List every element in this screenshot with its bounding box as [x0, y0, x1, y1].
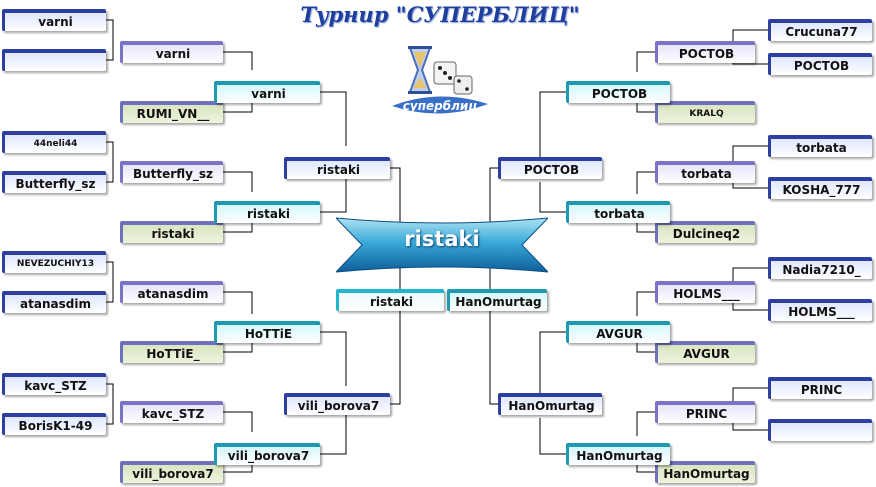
champion-banner: [336, 217, 548, 273]
bracket-cell[interactable]: 44neli44: [2, 131, 106, 153]
bracket-cell[interactable]: HanOmurtag: [566, 443, 670, 465]
bracket-cell[interactable]: HoTTiE: [214, 321, 320, 343]
bracket-cell[interactable]: atanasdim: [120, 281, 223, 303]
bracket-cell[interactable]: vili_borova7: [214, 443, 320, 465]
bracket-cell[interactable]: RUMI_VN__: [120, 101, 223, 123]
bracket-cell[interactable]: torbata: [655, 161, 755, 183]
bracket-cell[interactable]: BorisK1-49: [2, 413, 106, 435]
bracket-cell[interactable]: РОСТОВ: [566, 81, 670, 103]
bracket-cell[interactable]: РОСТОВ: [498, 157, 602, 179]
bracket-cell[interactable]: HanOmurtag: [655, 461, 755, 483]
bracket-cell[interactable]: PRINC: [768, 377, 872, 399]
bracket-cell[interactable]: ristaki: [284, 157, 390, 179]
bracket-cell[interactable]: torbata: [768, 135, 872, 157]
bracket-cell[interactable]: kavc_STZ: [2, 373, 106, 395]
bracket-cell[interactable]: [768, 419, 872, 441]
bracket-cell[interactable]: РОСТОВ: [768, 53, 872, 75]
bracket-cell[interactable]: KOSHA_777: [768, 177, 872, 199]
bracket-cell[interactable]: torbata: [566, 201, 670, 223]
bracket-cell[interactable]: HanOmurtag: [498, 393, 602, 415]
bracket-cell-semifinal[interactable]: HanOmurtag: [447, 289, 547, 311]
bracket-cell[interactable]: varni: [2, 9, 106, 31]
bracket-cell[interactable]: vili_borova7: [120, 461, 223, 483]
bracket-cell[interactable]: ristaki: [120, 221, 223, 243]
bracket-cell[interactable]: HOLMS___: [655, 281, 755, 303]
bracket-cell[interactable]: AVGUR: [655, 341, 755, 363]
bracket-cell-semifinal[interactable]: ristaki: [336, 289, 444, 311]
bracket-cell[interactable]: [2, 49, 106, 71]
bracket-cell[interactable]: HoTTiE_: [120, 341, 223, 363]
bracket-cell[interactable]: Crucuna77: [768, 19, 872, 41]
bracket-cell[interactable]: РОСТОВ: [655, 41, 755, 63]
bracket-cell[interactable]: vili_borova7: [284, 393, 390, 415]
bracket-cell[interactable]: Butterfly_sz: [2, 171, 106, 193]
logo: суперблиц: [392, 46, 488, 114]
bracket-cell[interactable]: Nadia7210_: [768, 257, 872, 279]
bracket-cell[interactable]: kavc_STZ: [120, 401, 223, 423]
bracket-cell[interactable]: varni: [120, 41, 223, 63]
champion-name: ristaki: [404, 227, 480, 251]
logo-text: суперблиц: [403, 99, 478, 113]
bracket-cell[interactable]: Butterfly_sz: [120, 161, 223, 183]
bracket-cell[interactable]: ristaki: [214, 201, 320, 223]
bracket-cell[interactable]: Dulcineq2: [655, 221, 755, 243]
bracket-cell[interactable]: varni: [214, 81, 320, 103]
page-title: Турнир "СУПЕРБЛИЦ": [300, 2, 580, 27]
bracket-cell[interactable]: NEVEZUCHIY13: [2, 251, 106, 273]
bracket-cell[interactable]: atanasdim: [2, 291, 106, 313]
bracket-cell[interactable]: KRALQ: [655, 101, 755, 123]
bracket-cell[interactable]: HOLMS___: [768, 299, 872, 321]
bracket-cell[interactable]: AVGUR: [566, 321, 670, 343]
bracket-cell[interactable]: PRINC: [655, 401, 755, 423]
